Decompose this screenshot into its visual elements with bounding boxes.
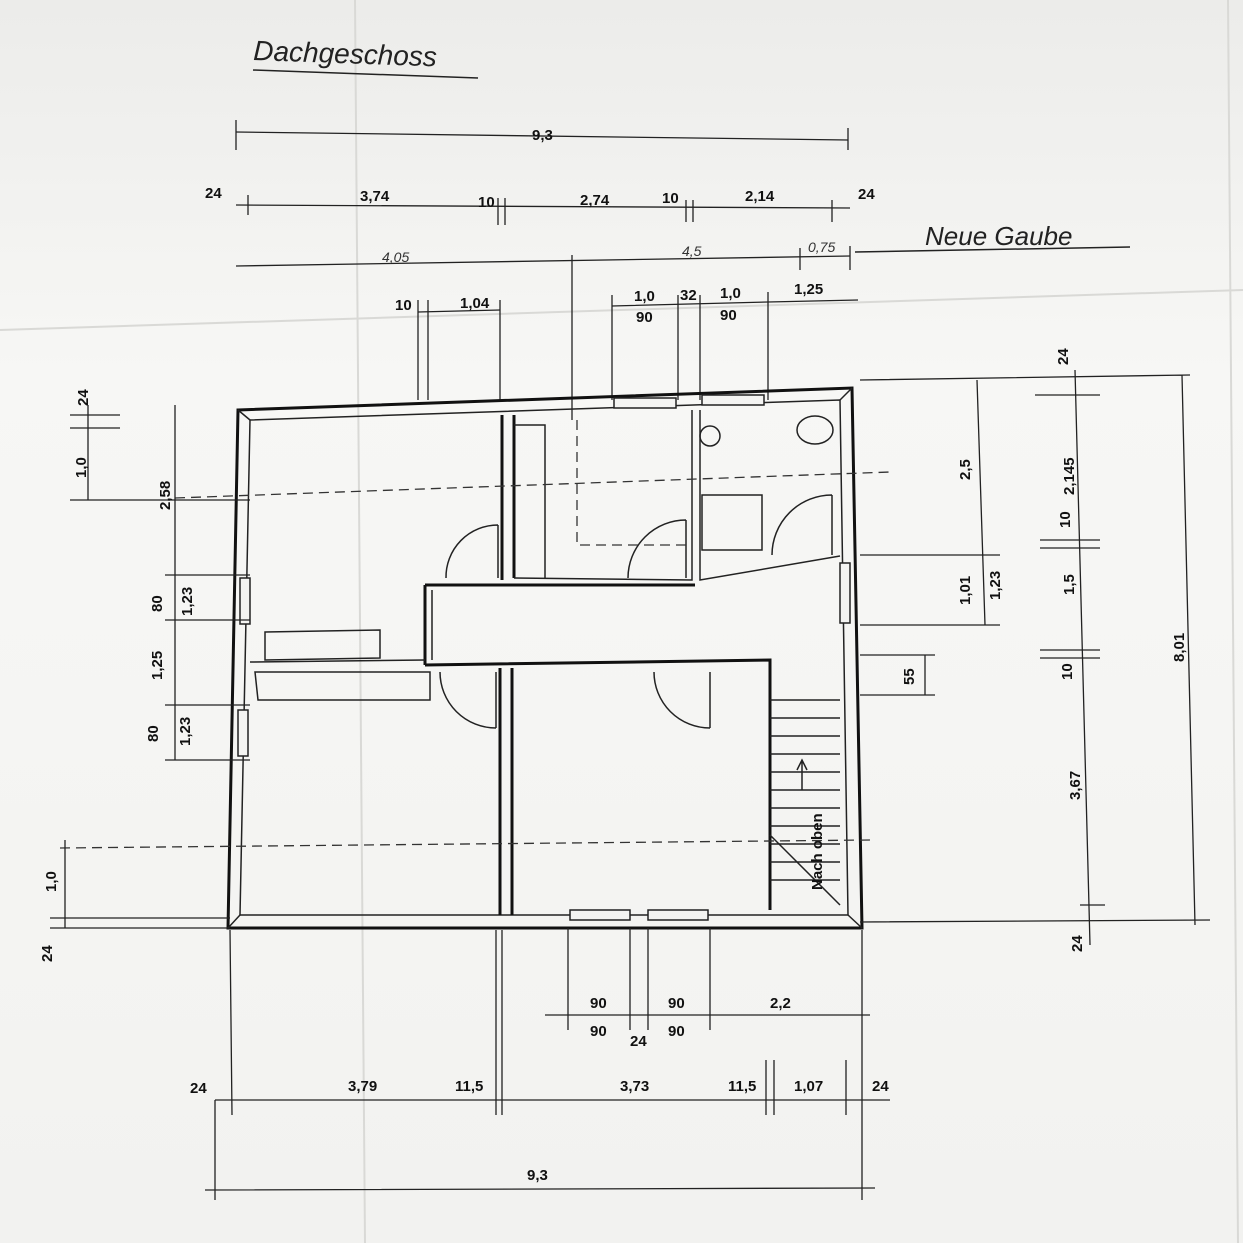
stair-direction-label: Nach oben xyxy=(809,813,826,890)
paper-fold-vertical xyxy=(354,0,366,1243)
dim-right-inner-1: 1,01 xyxy=(957,576,974,605)
dim-top-r3-3: 90 xyxy=(636,309,653,326)
dim-right-outer-4: 10 xyxy=(1059,663,1076,680)
dim-top-r1-2: 10 xyxy=(478,194,495,211)
dim-top-r3-0: 10 xyxy=(395,297,412,314)
sink-icon xyxy=(699,425,721,447)
bottom-dimension-chains: 90 90 2,2 90 24 90 24 3,79 11,5 3,73 11,… xyxy=(190,928,890,1200)
dim-bottom-r1-2: 2,2 xyxy=(770,995,791,1012)
dim-bottom-r2-6: 24 xyxy=(872,1078,889,1095)
dim-bottom-r2-1: 3,79 xyxy=(348,1078,377,1095)
dim-top-r1-5: 2,14 xyxy=(745,188,775,205)
dim-left-2: 2,58 xyxy=(157,481,174,510)
drawing-title: Dachgeschoss xyxy=(253,35,438,72)
dormer-note: Neue Gaube xyxy=(925,221,1072,251)
dim-top-r1-0: 24 xyxy=(205,185,222,202)
paper-fold-horizontal xyxy=(0,289,1243,331)
dim-bottom-r1-4: 24 xyxy=(630,1033,647,1050)
dim-top-r3-5: 1,0 xyxy=(720,285,741,302)
dim-right-outer-3: 1,5 xyxy=(1061,574,1078,595)
dim-top-total: 9,3 xyxy=(532,127,553,144)
dim-left-1: 1,0 xyxy=(73,457,90,478)
dim-right-inner-2: 1,23 xyxy=(987,571,1004,600)
dim-top-r3-4: 32 xyxy=(680,287,697,304)
dim-right-outer-6: 24 xyxy=(1069,935,1086,952)
dim-left-3: 80 xyxy=(149,595,166,612)
dim-top-r2-2: 0,75 xyxy=(808,239,835,255)
toilet-icon xyxy=(796,415,834,445)
dim-bottom-r2-4: 11,5 xyxy=(728,1078,756,1095)
dim-left-0: 24 xyxy=(75,389,92,406)
dim-top-r3-2: 1,0 xyxy=(634,288,655,305)
dim-right-inner-3: 55 xyxy=(901,668,918,685)
dim-right-outer-7: 8,01 xyxy=(1171,633,1188,662)
dim-bottom-r2-3: 3,73 xyxy=(620,1078,649,1095)
dim-top-r3-1: 1,04 xyxy=(460,295,490,312)
shower-tray-icon xyxy=(701,494,763,551)
dim-right-outer-1: 2,145 xyxy=(1061,457,1078,495)
dim-bottom-r2-0: 24 xyxy=(190,1080,207,1097)
doors xyxy=(439,494,833,729)
dim-left-4: 1,23 xyxy=(179,587,196,616)
dim-bottom-r1-3: 90 xyxy=(590,1023,607,1040)
dim-top-r2-0: 4,05 xyxy=(382,249,409,265)
dim-bottom-r1-0: 90 xyxy=(590,995,607,1012)
dim-left-8: 1,0 xyxy=(43,871,60,892)
dim-left-6: 80 xyxy=(145,725,162,742)
dim-right-outer-0: 24 xyxy=(1055,348,1072,365)
dim-right-inner-0: 2,5 xyxy=(957,459,974,480)
left-dimension-chains: 24 1,0 2,58 80 1,23 1,25 80 1,23 1,0 24 xyxy=(39,389,250,962)
windows xyxy=(237,394,851,921)
dim-left-7: 1,23 xyxy=(177,717,194,746)
dim-bottom-r2-2: 11,5 xyxy=(455,1078,483,1095)
dormer-note-line xyxy=(854,246,1131,253)
dim-top-r1-3: 2,74 xyxy=(580,192,610,209)
dim-top-r3-7: 1,25 xyxy=(794,281,823,298)
paper-edge xyxy=(1227,0,1239,1243)
dim-bottom-total: 9,3 xyxy=(527,1167,548,1184)
dim-top-r1-6: 24 xyxy=(858,186,875,203)
dim-bottom-r1-1: 90 xyxy=(668,995,685,1012)
title-underline xyxy=(252,69,479,79)
dim-top-r2-1: 4,5 xyxy=(682,243,702,259)
dim-top-r1-1: 3,74 xyxy=(360,188,390,205)
top-dimension-chains: 9,3 24 3,74 10 2,74 10 2,14 24 4,05 4,5 … xyxy=(205,120,875,420)
right-dimension-chains: 2,5 1,01 1,23 55 24 2,145 10 1,5 10 3,67… xyxy=(859,348,1211,952)
dim-right-outer-5: 3,67 xyxy=(1067,771,1084,800)
dashed-reference-lines xyxy=(59,420,891,849)
dim-bottom-r1-5: 90 xyxy=(668,1023,685,1040)
bath-fixtures xyxy=(699,415,834,551)
dim-top-r3-6: 90 xyxy=(720,307,737,324)
dim-left-9: 24 xyxy=(39,945,56,962)
dim-right-outer-2: 10 xyxy=(1057,511,1074,528)
staircase: Nach oben xyxy=(769,699,841,906)
dim-left-5: 1,25 xyxy=(149,651,166,680)
dim-top-r1-4: 10 xyxy=(662,190,679,207)
interior-walls xyxy=(249,410,841,915)
dim-bottom-r2-5: 1,07 xyxy=(794,1078,823,1095)
